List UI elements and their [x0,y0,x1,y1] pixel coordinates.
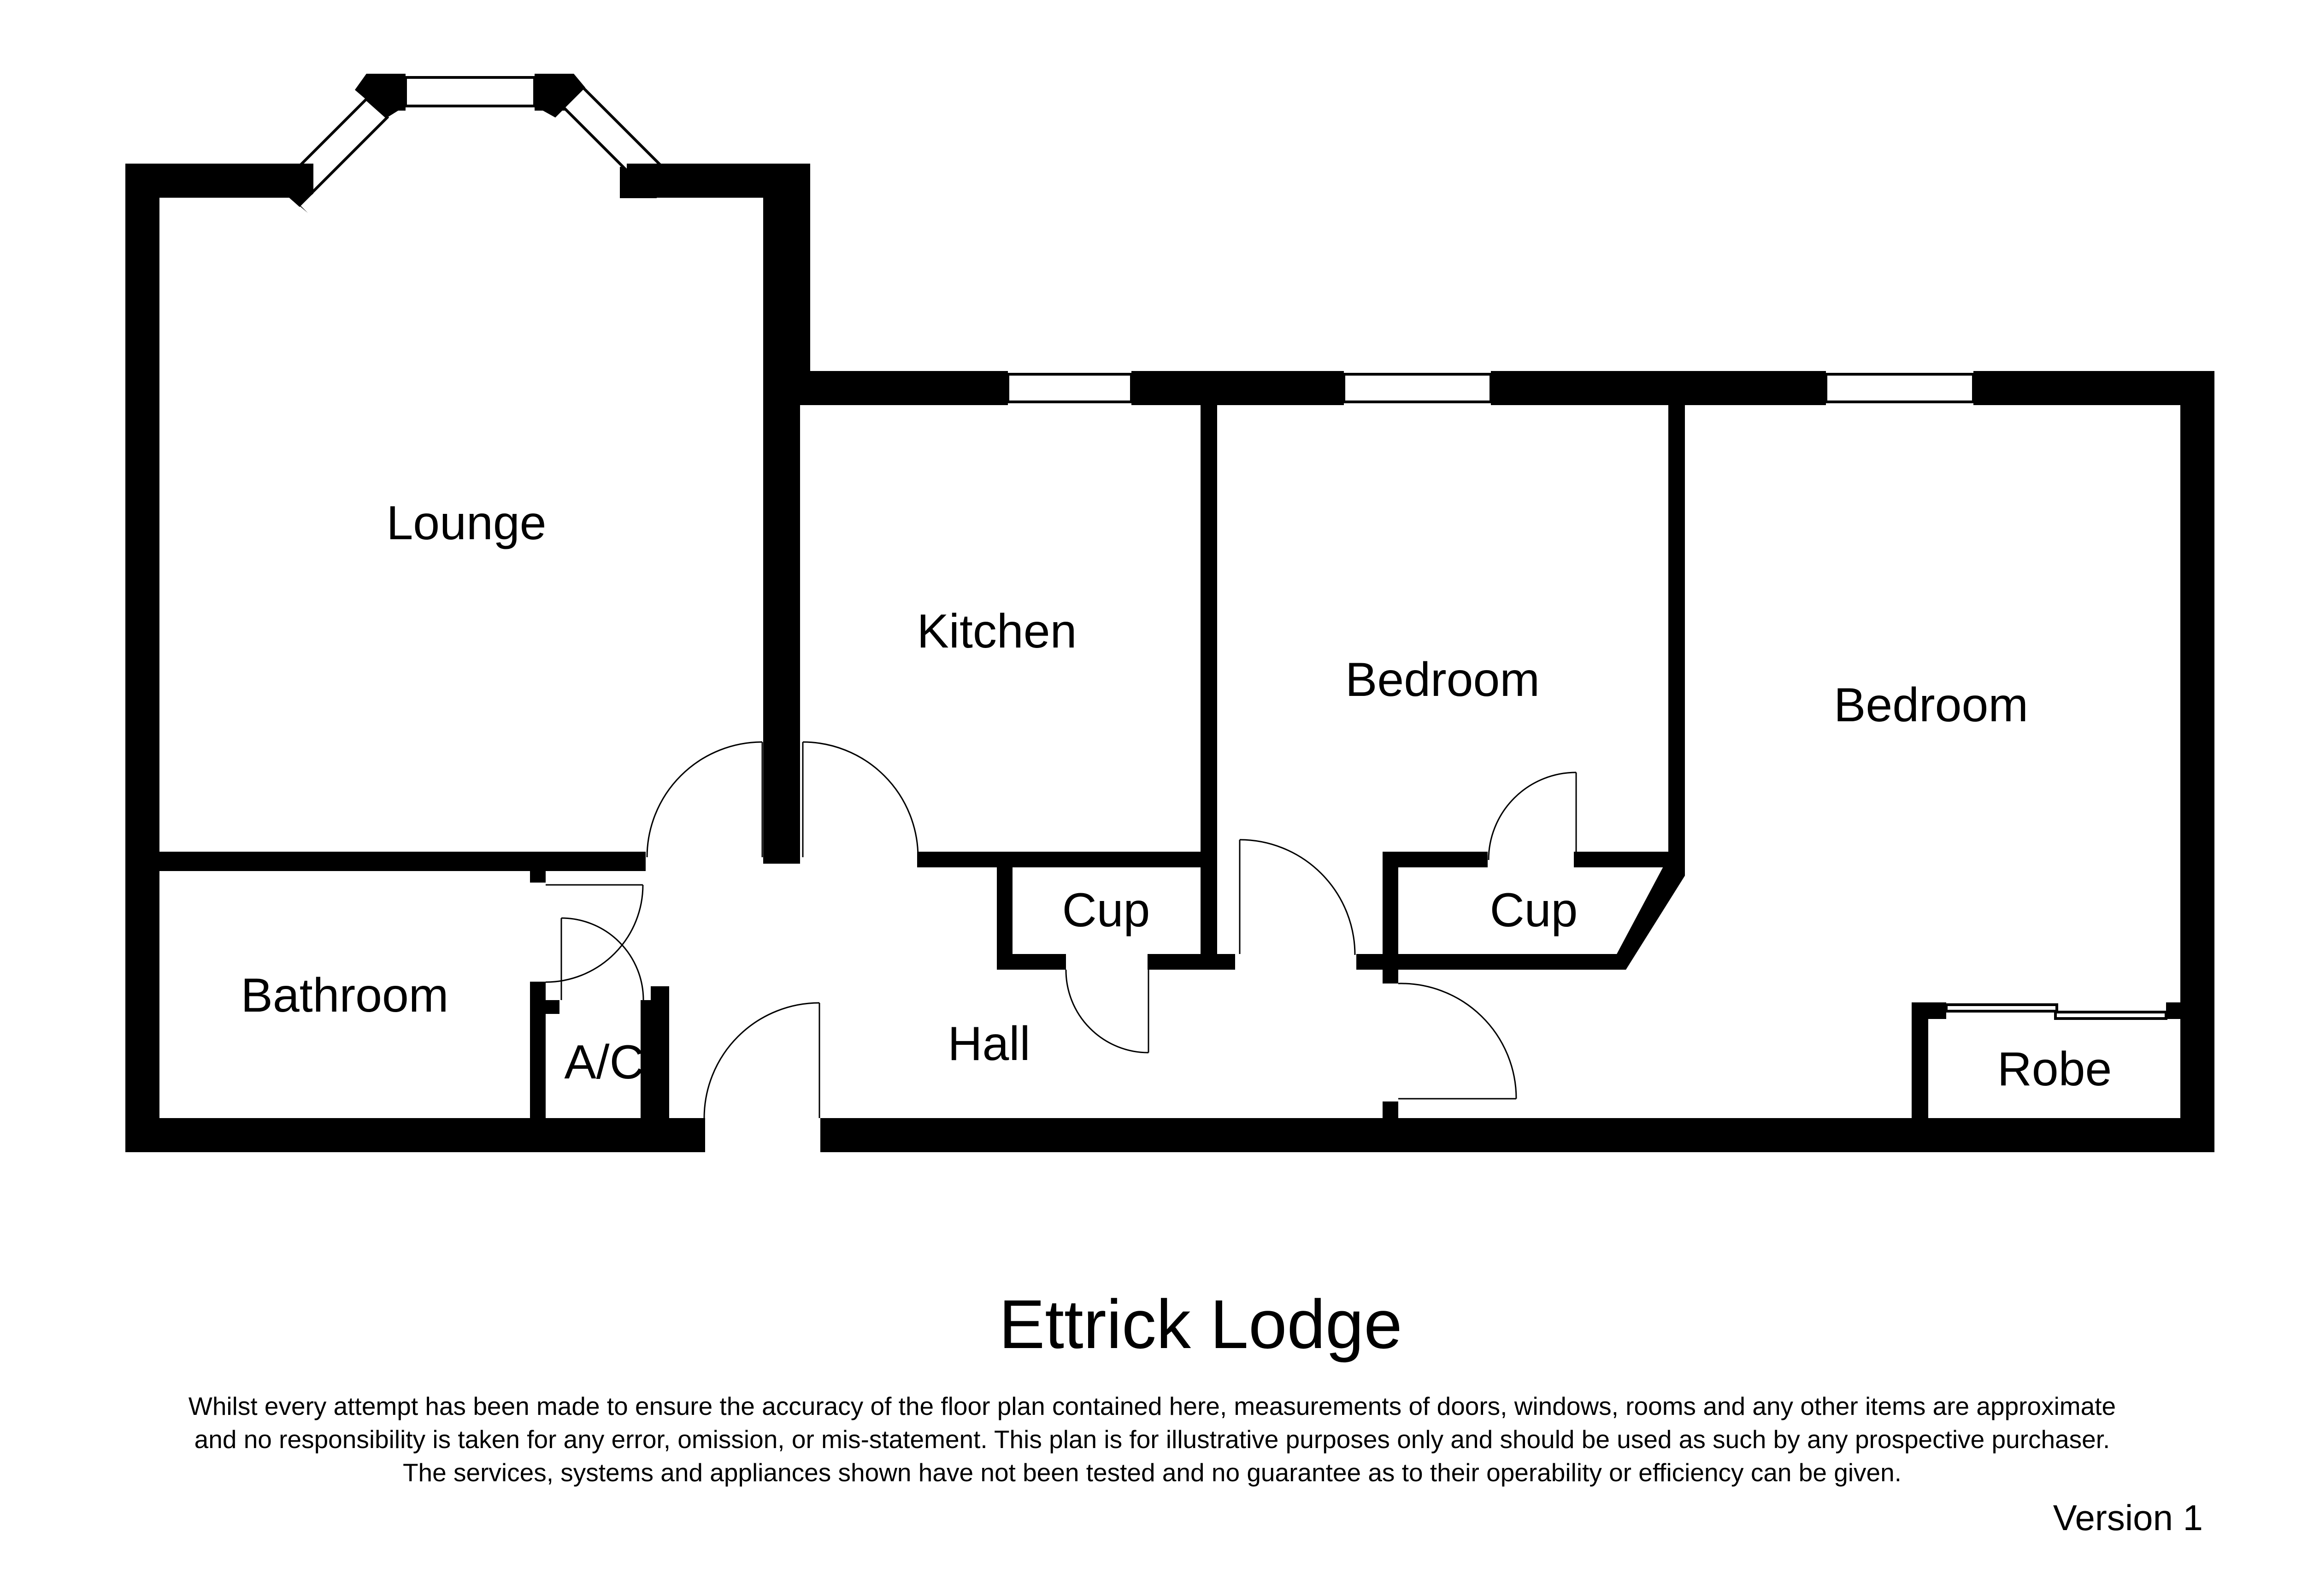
airing-cupboard-door [560,917,644,1001]
bedroom-1-window [1342,373,1492,403]
room-label-hall: Hall [948,1017,1030,1071]
bedroom-2-door [1398,983,1517,1100]
bedroom-1-door [1239,839,1356,955]
disclaimer-line-1: Whilst every attempt has been made to en… [188,1392,2116,1420]
disclaimer: Whilst every attempt has been made to en… [188,1392,2116,1487]
robe-sliding-doors [1945,1003,2167,1020]
kitchen-door [802,741,919,858]
internal-walls [159,198,2180,1118]
robe-door-left [1945,1003,2058,1013]
bathroom-door [545,884,644,983]
disclaimer-line-3: The services, systems and appliances sho… [403,1458,1902,1487]
version-label: Version 1 [2053,1497,2203,1538]
room-label-bathroom: Bathroom [241,969,449,1022]
outer-walls [125,164,2214,1152]
room-labels: Lounge Kitchen Bedroom Bedroom Bathroom … [241,496,2112,1096]
entrance-door [703,1002,820,1119]
robe-door-right [2054,1011,2167,1020]
bedroom-2-window [1825,373,1975,403]
kitchen-window [1007,373,1133,403]
room-label-lounge: Lounge [386,496,546,550]
room-label-robe: Robe [1997,1042,2112,1096]
bay-window-center [404,76,536,107]
room-label-bedroom-2: Bedroom [1834,678,2028,732]
room-label-cupboard-2: Cup [1490,883,1578,937]
plan-title: Ettrick Lodge [999,1285,1402,1363]
room-label-bedroom-1: Bedroom [1345,653,1540,707]
room-label-airing-cupboard: A/C [564,1036,644,1089]
cupboard-2-door [1488,771,1577,860]
disclaimer-line-2: and no responsibility is taken for any e… [194,1425,2110,1454]
doors [545,741,1577,1119]
cupboard-1-door [1065,969,1149,1054]
top-windows [1007,373,1975,403]
bay-windows [277,74,666,207]
lounge-door [646,741,763,858]
room-label-cupboard-1: Cup [1062,883,1150,937]
room-label-kitchen: Kitchen [917,605,1077,658]
